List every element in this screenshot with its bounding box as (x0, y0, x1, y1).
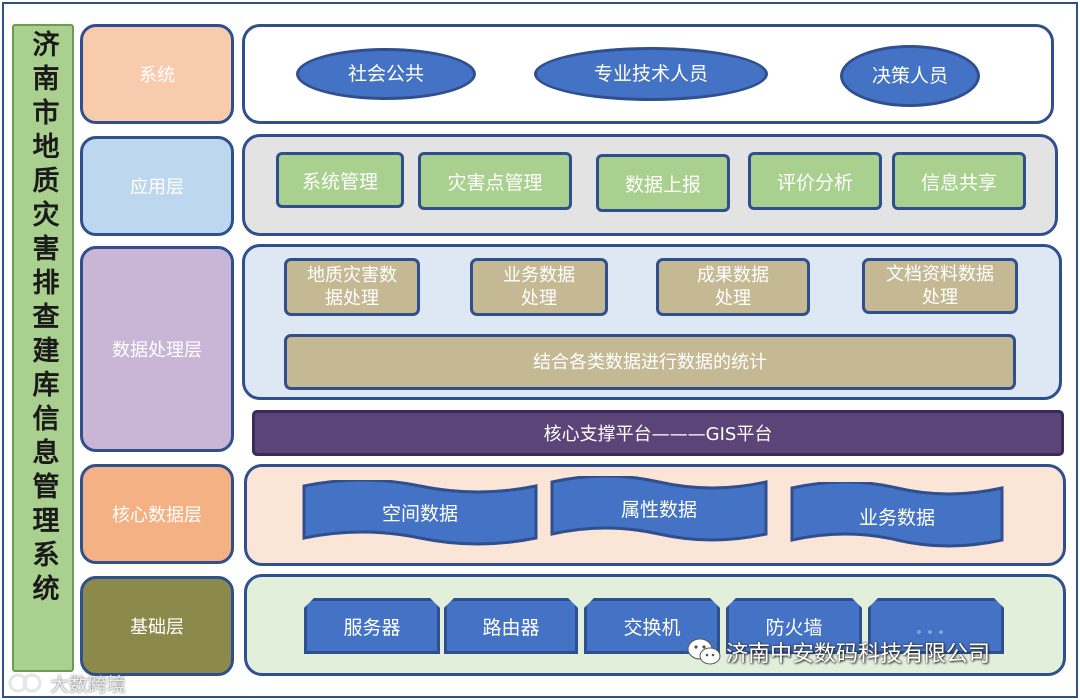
layer-label-system: 系统 (80, 24, 234, 124)
user-public: 社会公共 (296, 48, 476, 100)
core-business-data: 业务数据 (858, 506, 935, 529)
layer-label-processing: 数据处理层 (80, 246, 234, 452)
company-name: 济南中安数码科技有限公司 (726, 642, 991, 667)
system-title: 济南市地质灾害排查建库信息管理系统 (27, 30, 59, 608)
processing-document-data: 文档资料数据处理 (862, 258, 1018, 314)
wechat-icon (686, 636, 722, 668)
base-server: 服务器 (304, 598, 440, 654)
watermark-text: 大数跨境 (50, 673, 127, 696)
app-information-sharing: 信息共享 (892, 152, 1026, 210)
layer-label-core-data: 核心数据层 (80, 464, 234, 564)
core-attribute-data: 属性数据 (620, 498, 697, 521)
base-firewall: 防火墙 (726, 598, 862, 654)
user-technical: 专业技术人员 (534, 47, 768, 101)
base-more: 。。。 (868, 598, 1004, 654)
core-business-data-shape (790, 482, 1004, 548)
base-router: 路由器 (444, 598, 578, 654)
core-support-platform: 核心支撑平台———GIS平台 (252, 410, 1064, 456)
app-system-management: 系统管理 (276, 152, 404, 208)
base-switch: 交换机 (584, 598, 720, 654)
processing-geohazard-data: 地质灾害数据处理 (284, 258, 420, 316)
processing-result-data: 成果数据处理 (656, 258, 810, 316)
core-attribute-data-shape (550, 476, 768, 542)
layer-label-base: 基础层 (80, 576, 234, 676)
layer-label-application: 应用层 (80, 136, 234, 236)
user-decision: 决策人员 (840, 45, 980, 107)
watermark-logo-icon (8, 670, 48, 696)
app-hazard-point-management: 灾害点管理 (418, 152, 572, 210)
core-spatial-data-shape (302, 480, 538, 546)
app-evaluation-analysis: 评价分析 (748, 152, 882, 210)
app-data-reporting: 数据上报 (596, 154, 730, 212)
processing-business-data: 业务数据处理 (470, 258, 608, 316)
processing-statistics: 结合各类数据进行数据的统计 (284, 334, 1016, 390)
system-title-panel: 济南市地质灾害排查建库信息管理系统 (12, 24, 74, 672)
core-spatial-data: 空间数据 (381, 502, 458, 525)
